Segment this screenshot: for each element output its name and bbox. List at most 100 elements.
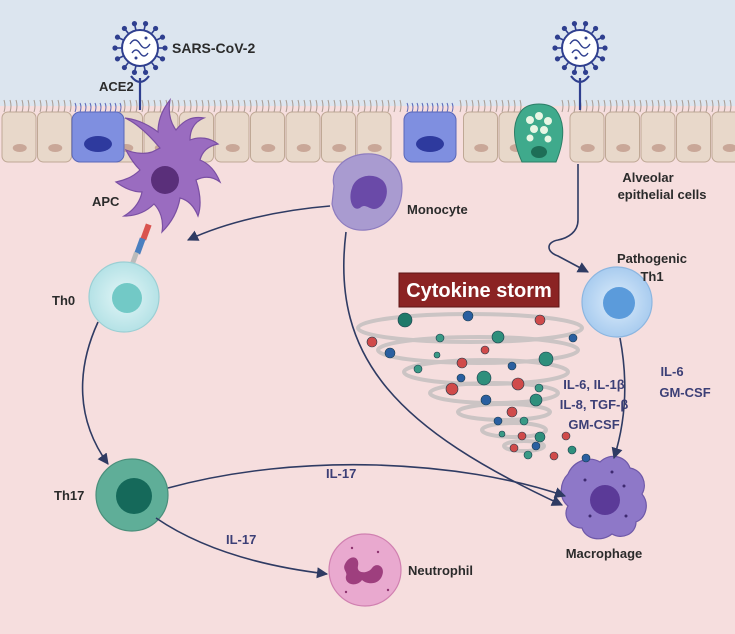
cilium [33,99,36,113]
cilium [267,99,270,113]
ace2-receptor-right [570,75,590,110]
cilium [387,99,390,113]
cilium [639,99,642,113]
cilium [69,99,72,113]
cilium [465,99,468,113]
arrow-th17-to-neutrophil [155,517,329,579]
th17-cell [95,458,169,532]
cilium [63,99,66,113]
th1-cytokines-line1: IL-6 [660,364,683,379]
cilium [279,99,282,113]
il17-neutrophil-label: IL-17 [226,532,256,547]
cytokine-particle [366,336,378,348]
cilium [141,99,144,113]
cilium [195,99,198,113]
cytokine-particle [384,347,396,359]
cilium [705,99,708,113]
cytokine-particle [493,416,503,426]
cilium [723,99,726,113]
cilium [591,99,594,113]
ace2-label: ACE2 [99,79,134,94]
cytokine-particle [509,443,519,453]
cytokine-particle [480,345,490,355]
th0-cell [88,261,160,333]
cytokine-particle [531,441,541,451]
monocyte-cell [331,153,403,231]
cilium [39,99,42,113]
th1-cytokines-line2: GM-CSF [659,385,710,400]
cytokine-particle [462,310,474,322]
cilium [109,102,112,113]
cilium [421,102,424,113]
il17-macrophage-label: IL-17 [326,466,356,481]
cytokine-particle [498,430,506,438]
cytokine-particle [413,364,423,374]
cilium [297,99,300,113]
cytokine-particle [456,357,468,369]
cilium [153,99,156,113]
cytokine-storm-box: Cytokine storm [398,272,560,308]
cytokine-particle [480,394,492,406]
cilium [51,99,54,113]
cytokine-particle [517,431,527,441]
cilium [711,99,714,113]
cytokine-particle [523,450,533,460]
cilium [273,99,276,113]
epithelial-label-line1: Alveolar [622,170,673,185]
th0-label: Th0 [52,293,75,308]
cilium [171,99,174,113]
epithelial-cell [605,111,640,163]
cilium [129,99,132,113]
epithelial-nucleus [651,144,666,152]
arrow-monocyte-to-macrophage [342,231,564,506]
cilium [446,102,449,113]
cilium [459,99,462,113]
cytokine-particle [397,312,413,328]
epithelial-nucleus [225,144,240,152]
cilium [57,99,60,113]
cytokine-particle [476,370,492,386]
cytokine-particle [549,451,559,461]
cilium [104,102,107,113]
arrow-epithelium-to-th1 [548,164,589,273]
cilium [231,99,234,113]
monocyte-label: Monocyte [407,202,468,217]
cilia-row [3,99,732,113]
cilium [9,99,12,113]
cilium [675,99,678,113]
epithelial-nucleus [580,144,595,152]
cytokine-particle [507,361,517,371]
pathogenic-th1-cell [581,266,653,338]
epithelial-cell [321,111,356,163]
cilium [3,99,6,113]
cilium [357,99,360,113]
cilium [201,99,204,113]
cytokine-particle [534,314,546,326]
cilium [609,99,612,113]
cytokine-particle [529,393,543,407]
cilium [213,99,216,113]
cilium [483,99,486,113]
cilium [207,99,210,113]
epithelial-nucleus [48,144,63,152]
pathway-arrows [81,164,626,579]
cilium [681,99,684,113]
cytokine-particle [511,377,525,391]
cytokine-particle [506,406,518,418]
epithelial-cell [463,111,498,163]
arrow-th17-to-macrophage [167,463,567,499]
epithelial-nucleus [296,144,311,152]
cilium [431,102,434,113]
cilium [411,102,414,113]
th17-label: Th17 [54,488,84,503]
cilium [123,99,126,113]
cilium [351,99,354,113]
epithelial-cell [214,111,250,163]
cilium [657,99,660,113]
cilium [243,99,246,113]
arrow-th0-to-th17 [81,321,109,465]
cilium [627,99,630,113]
cilium [651,99,654,113]
cilium [321,99,324,113]
cilium [489,99,492,113]
